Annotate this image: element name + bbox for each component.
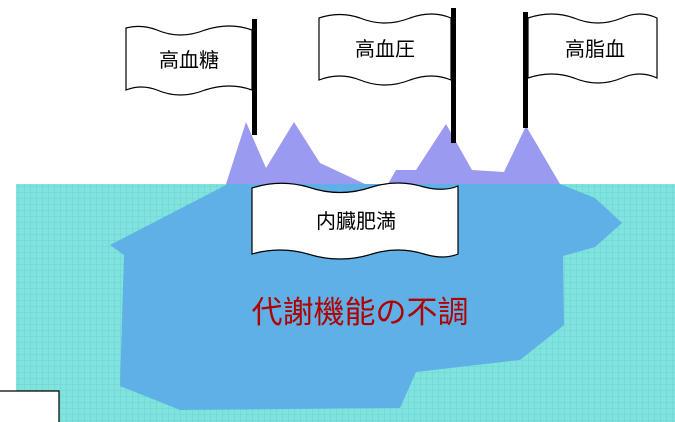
flag-blood-lipid — [527, 13, 658, 84]
flag-blood-sugar — [125, 25, 253, 96]
iceberg-underwater — [110, 184, 622, 410]
iceberg-peak-right — [384, 124, 560, 191]
flag-blood-pressure — [318, 13, 452, 86]
flagpole-blood-pressure — [451, 8, 456, 143]
flagpole-blood-lipid — [523, 12, 528, 128]
banner-label-visceral-fat: 内臓肥満 — [316, 209, 396, 233]
flagpole-blood-sugar — [252, 19, 257, 135]
iceberg-peak-left — [226, 122, 380, 191]
flag-label-blood-sugar: 高血糖 — [159, 48, 219, 72]
banner-visceral-fat — [251, 182, 459, 260]
flag-label-blood-lipid: 高脂血 — [565, 37, 625, 61]
corner-box-fill — [0, 392, 58, 422]
center-label-metabolic-dysfunction: 代謝機能の不調 — [252, 295, 469, 331]
flag-label-blood-pressure: 高血圧 — [355, 37, 415, 61]
